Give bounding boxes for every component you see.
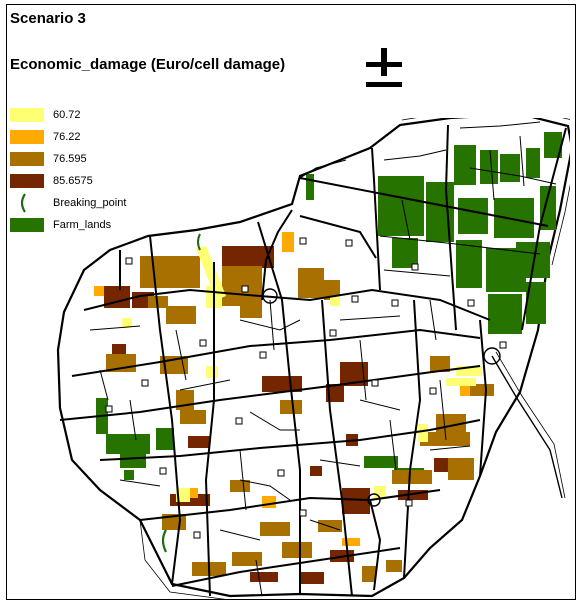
minor-roads bbox=[89, 121, 557, 597]
legend-swatch bbox=[10, 152, 44, 166]
outer-dike-line bbox=[401, 118, 570, 266]
legend-label: 76.595 bbox=[53, 153, 87, 165]
roundabouts bbox=[262, 288, 501, 507]
legend: 60.72 76.22 76.595 85.6575 Breaking_poin… bbox=[10, 108, 150, 240]
map-title: Economic_damage (Euro/cell damage) bbox=[10, 56, 286, 73]
breaking-point-marker bbox=[197, 233, 201, 251]
north-arrow-icon bbox=[366, 48, 402, 87]
farm-lands bbox=[96, 132, 562, 480]
legend-label: 76.22 bbox=[53, 131, 81, 143]
legend-item-85-6575: 85.6575 bbox=[10, 174, 150, 196]
buildings bbox=[105, 237, 507, 539]
legend-item-60-72: 60.72 bbox=[10, 108, 150, 130]
damage-85-6575 bbox=[104, 246, 458, 584]
legend-swatch bbox=[10, 218, 44, 232]
legend-swatch bbox=[10, 174, 44, 188]
legend-item-76-595: 76.595 bbox=[10, 152, 150, 174]
legend-label: 85.6575 bbox=[53, 175, 93, 187]
legend-label: Farm_lands bbox=[53, 219, 112, 231]
breaking-point-icon bbox=[20, 193, 26, 213]
legend-swatch bbox=[10, 130, 44, 144]
legend-swatch bbox=[10, 108, 44, 122]
scenario-label: Scenario 3 bbox=[10, 10, 86, 27]
legend-item-breaking-point: Breaking_point bbox=[10, 193, 150, 218]
outer-dike-line bbox=[139, 519, 231, 600]
outflow-channel bbox=[491, 355, 563, 499]
legend-label: 60.72 bbox=[53, 109, 81, 121]
damage-map bbox=[56, 118, 570, 600]
legend-item-farm-lands: Farm_lands bbox=[10, 218, 150, 240]
legend-label: Breaking_point bbox=[53, 197, 127, 209]
outflow-channel bbox=[495, 351, 566, 499]
damage-60-72 bbox=[122, 246, 482, 502]
legend-item-76-22: 76.22 bbox=[10, 130, 150, 152]
breaking-point-marker bbox=[161, 529, 167, 553]
